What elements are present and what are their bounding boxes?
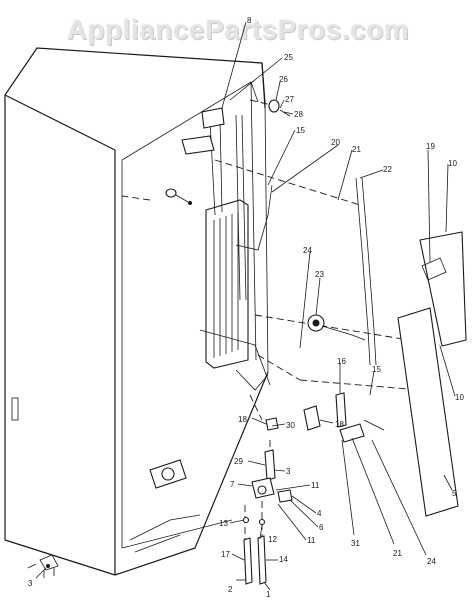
callout-23: 23 bbox=[315, 270, 324, 279]
control-housing bbox=[201, 107, 225, 129]
part-26-thermostat-knob bbox=[268, 99, 280, 113]
callout-8: 8 bbox=[247, 16, 252, 25]
callout-1: 1 bbox=[266, 590, 271, 599]
fan-motor-bracket bbox=[181, 135, 215, 155]
callout-12: 12 bbox=[268, 535, 277, 544]
part-19-rear-cover bbox=[419, 231, 467, 347]
callout-11: 11 bbox=[311, 481, 320, 490]
part-5-rear-panel bbox=[397, 307, 459, 517]
callout-3: 3 bbox=[286, 467, 291, 476]
callout-2: 2 bbox=[228, 585, 233, 594]
callout-14: 14 bbox=[279, 555, 288, 564]
evaporator-assembly bbox=[149, 107, 273, 489]
callout-10-lower: 10 bbox=[455, 393, 464, 402]
callout-30: 30 bbox=[286, 421, 295, 430]
callout-4: 4 bbox=[317, 509, 322, 518]
callout-5: 5 bbox=[452, 489, 457, 498]
callout-3-inset: 3 bbox=[28, 579, 33, 588]
callout-24-lower: 24 bbox=[427, 557, 436, 566]
callout-7: 7 bbox=[230, 480, 235, 489]
callout-18-left: 18 bbox=[238, 415, 247, 424]
callout-11-lower: 11 bbox=[307, 536, 316, 545]
callout-10: 10 bbox=[448, 159, 457, 168]
callout-15: 15 bbox=[296, 126, 305, 135]
callout-22: 22 bbox=[383, 165, 392, 174]
callout-18-right: 18 bbox=[335, 420, 344, 429]
part-14-water-tube bbox=[257, 535, 267, 585]
callout-6: 6 bbox=[319, 523, 324, 532]
callout-21: 21 bbox=[352, 145, 361, 154]
callout-15-lower: 15 bbox=[372, 365, 381, 374]
refrigerator-cabinet bbox=[4, 47, 269, 576]
callout-29: 29 bbox=[234, 457, 243, 466]
drain-fitting bbox=[11, 397, 19, 421]
callout-17: 17 bbox=[221, 550, 230, 559]
callout-13: 13 bbox=[219, 519, 228, 528]
leader-lines bbox=[35, 21, 456, 591]
part-29-rod bbox=[264, 449, 276, 481]
callout-16: 16 bbox=[337, 357, 346, 366]
callout-26: 26 bbox=[279, 75, 288, 84]
callout-24: 24 bbox=[303, 246, 312, 255]
detached-parts bbox=[27, 99, 467, 585]
callout-31: 31 bbox=[351, 539, 360, 548]
callout-20: 20 bbox=[331, 138, 340, 147]
callout-19: 19 bbox=[426, 142, 435, 151]
part-16-drain-tube bbox=[335, 392, 347, 428]
callout-labels: 8 25 26 27 28 15 20 21 22 19 10 24 23 10… bbox=[28, 16, 464, 599]
part-17-water-tube bbox=[243, 537, 253, 585]
callout-25: 25 bbox=[284, 53, 293, 62]
thermostat-knob bbox=[165, 188, 177, 198]
part-3-water-valve-inset bbox=[39, 554, 59, 571]
callout-27: 27 bbox=[285, 95, 294, 104]
callout-21-lower: 21 bbox=[393, 549, 402, 558]
callout-28: 28 bbox=[294, 110, 303, 119]
